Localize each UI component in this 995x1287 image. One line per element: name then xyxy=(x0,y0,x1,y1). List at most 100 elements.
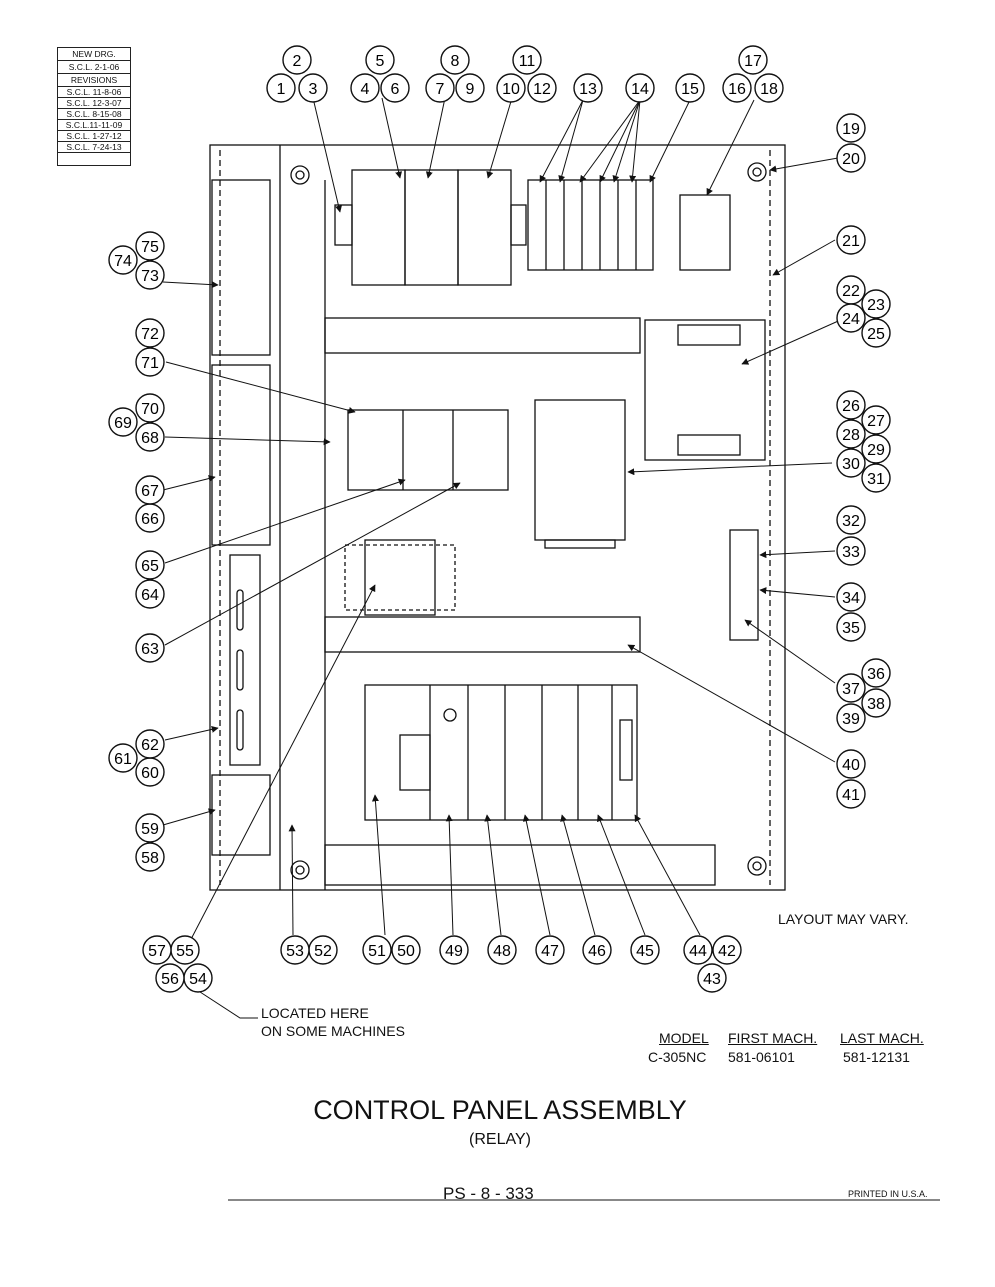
revision-item: S.C.L. 8-15-08 xyxy=(58,109,130,120)
callout-number: 14 xyxy=(631,81,649,98)
callout-72: 72 xyxy=(135,318,165,348)
callout-45: 45 xyxy=(630,935,660,965)
plc-rack xyxy=(364,684,638,821)
callout-number: 55 xyxy=(176,943,194,960)
callout-12: 12 xyxy=(527,73,557,103)
callout-number: 10 xyxy=(502,81,520,98)
callout-number: 60 xyxy=(141,765,159,782)
callout-number: 30 xyxy=(842,456,860,473)
callout-51: 51 xyxy=(362,935,392,965)
callout-number: 31 xyxy=(867,471,885,488)
callout-number: 19 xyxy=(842,121,860,138)
callout-57: 57 xyxy=(142,935,172,965)
callout-5: 5 xyxy=(365,45,395,75)
callout-40: 40 xyxy=(836,749,866,779)
callout-64: 64 xyxy=(135,579,165,609)
revision-header-line2: S.C.L. 2-1-06 xyxy=(58,61,130,74)
callout-61: 61 xyxy=(108,743,138,773)
first-mach-value: 581-06101 xyxy=(728,1049,795,1065)
revisions-title: REVISIONS xyxy=(58,74,130,87)
callout-number: 5 xyxy=(376,53,385,70)
last-mach-value: 581-12131 xyxy=(843,1049,910,1065)
callout-number: 69 xyxy=(114,415,132,432)
callout-number: 73 xyxy=(141,268,159,285)
callout-number: 15 xyxy=(681,81,699,98)
callout-2: 2 xyxy=(282,45,312,75)
callout-number: 11 xyxy=(519,53,536,70)
callout-number: 66 xyxy=(141,511,159,528)
callout-23: 23 xyxy=(861,289,891,319)
callout-number: 23 xyxy=(867,297,885,314)
callout-number: 18 xyxy=(760,81,778,98)
callout-number: 32 xyxy=(842,513,860,530)
callout-13: 13 xyxy=(573,73,603,103)
callout-66: 66 xyxy=(135,503,165,533)
callout-62: 62 xyxy=(135,729,165,759)
mounting-hole-bottom xyxy=(290,860,310,880)
model-header: MODEL xyxy=(659,1030,709,1046)
callout-number: 24 xyxy=(842,311,860,328)
breaker-2 xyxy=(404,169,459,286)
wire-duct-upper xyxy=(211,179,271,356)
callout-39: 39 xyxy=(836,703,866,733)
callout-number: 53 xyxy=(286,943,304,960)
revisions-block: NEW DRG. S.C.L. 2-1-06 REVISIONS S.C.L. … xyxy=(57,47,131,166)
callout-number: 51 xyxy=(368,943,386,960)
callout-4: 4 xyxy=(350,73,380,103)
wire-duct-horizontal-3 xyxy=(324,844,716,886)
callout-56: 56 xyxy=(155,963,185,993)
callout-18: 18 xyxy=(754,73,784,103)
callout-number: 34 xyxy=(842,590,860,607)
callout-53: 53 xyxy=(280,935,310,965)
callout-25: 25 xyxy=(861,318,891,348)
callout-number: 35 xyxy=(842,620,860,637)
callout-37: 37 xyxy=(836,673,866,703)
callout-46: 46 xyxy=(582,935,612,965)
callout-number: 43 xyxy=(703,971,721,988)
callout-29: 29 xyxy=(861,434,891,464)
mounting-hole-top xyxy=(290,165,310,185)
layout-note: LAYOUT MAY VARY. xyxy=(778,911,909,927)
callout-55: 55 xyxy=(170,935,200,965)
callout-38: 38 xyxy=(861,688,891,718)
callout-24: 24 xyxy=(836,303,866,333)
callout-31: 31 xyxy=(861,463,891,493)
mounting-hole-bottom-right xyxy=(747,856,767,876)
callout-68: 68 xyxy=(135,422,165,452)
callout-number: 57 xyxy=(148,943,166,960)
callout-60: 60 xyxy=(135,757,165,787)
callout-33: 33 xyxy=(836,536,866,566)
callout-32: 32 xyxy=(836,505,866,535)
callout-number: 48 xyxy=(493,943,511,960)
callout-number: 39 xyxy=(842,711,860,728)
callout-54: 54 xyxy=(183,963,213,993)
callout-number: 1 xyxy=(277,81,286,98)
callout-number: 7 xyxy=(436,81,445,98)
callout-number: 74 xyxy=(114,253,132,270)
page-number: PS - 8 - 333 xyxy=(443,1184,534,1203)
transformer xyxy=(644,319,766,461)
callout-number: 3 xyxy=(309,81,318,98)
fuse-blocks xyxy=(527,179,654,271)
callout-number: 61 xyxy=(114,751,132,768)
callout-70: 70 xyxy=(135,393,165,423)
callout-9: 9 xyxy=(455,73,485,103)
callout-number: 44 xyxy=(689,943,707,960)
callout-number: 68 xyxy=(141,430,159,447)
callout-67: 67 xyxy=(135,475,165,505)
first-mach-header: FIRST MACH. xyxy=(728,1030,818,1046)
wire-duct-horizontal-1 xyxy=(324,317,641,354)
callout-number: 71 xyxy=(141,355,159,372)
callout-number: 62 xyxy=(141,737,159,754)
callout-number: 2 xyxy=(293,53,302,70)
callout-3: 3 xyxy=(298,73,328,103)
callout-16: 16 xyxy=(722,73,752,103)
callout-11: 11 xyxy=(512,45,542,75)
callout-number: 9 xyxy=(466,81,475,98)
callout-number: 28 xyxy=(842,427,860,444)
callout-28: 28 xyxy=(836,419,866,449)
callout-71: 71 xyxy=(135,347,165,377)
callout-30: 30 xyxy=(836,448,866,478)
